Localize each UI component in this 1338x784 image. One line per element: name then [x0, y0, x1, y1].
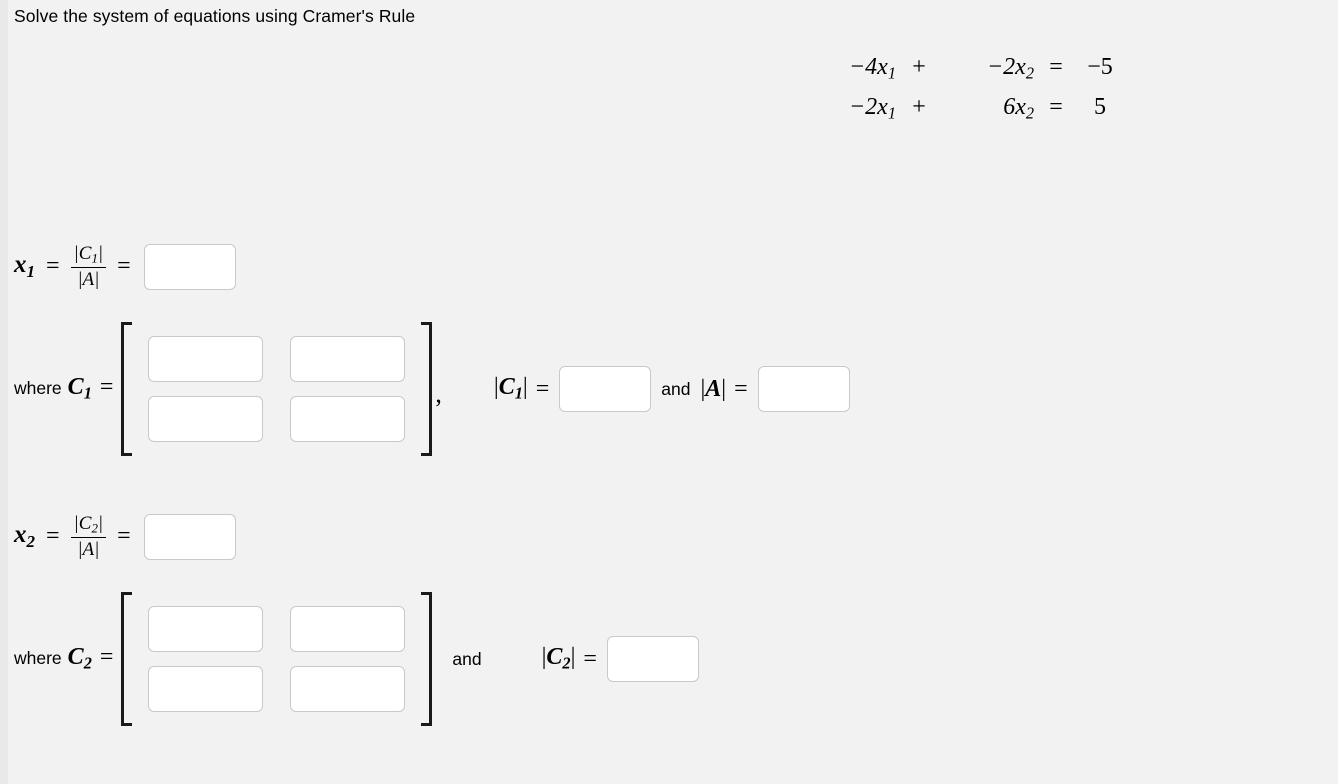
x1-fraction-denominator: |A| [77, 269, 100, 291]
det-c2-input[interactable] [606, 636, 699, 682]
c2-matrix-grid [135, 592, 418, 726]
c1-matrix-comma: , [435, 379, 442, 408]
x1-equals-1: = [46, 253, 60, 280]
equation-1-term-1: −4x1 [848, 54, 896, 83]
c2-cell-r1c1-input[interactable] [148, 606, 264, 652]
x1-equals-2: = [117, 253, 131, 280]
det-a-input[interactable] [757, 366, 850, 412]
equation-1-term-2: −2x2 [986, 54, 1034, 83]
c1-cell-r1c2-input[interactable] [290, 336, 406, 382]
x2-equals-2: = [117, 523, 131, 550]
c2-cell-r1c2-input[interactable] [290, 606, 406, 652]
det-c1-equals: = [535, 375, 550, 402]
det-c2-equals: = [583, 645, 597, 672]
x2-label: x2 [14, 521, 35, 552]
c1-and-text: and [661, 378, 691, 399]
c1-cell-r1c1-input[interactable] [148, 336, 264, 382]
c1-left-bracket-icon [121, 322, 135, 456]
c2-cell-r2c2-input[interactable] [290, 666, 406, 712]
equation-1-equals: = [1049, 54, 1063, 80]
equation-2-operator: + [912, 93, 926, 120]
system-of-equations: −4x1 + −2x2 = −5 −2x1 + 6x2 = 5 [812, 54, 1122, 123]
c1-cell-r2c1-input[interactable] [148, 396, 264, 442]
equation-2-rhs: 5 [1094, 93, 1106, 120]
x2-equals-1: = [46, 523, 60, 550]
det-c2-label: |C2| [541, 644, 576, 673]
c2-and-text: and [452, 648, 482, 669]
c1-matrix-name: C1 [67, 374, 92, 403]
c2-left-bracket-icon [121, 592, 135, 726]
x1-answer-input[interactable] [143, 243, 236, 290]
c2-matrix-name: C2 [67, 644, 92, 673]
c1-matrix-grid [135, 322, 418, 456]
equation-2-term-1: −2x1 [848, 93, 896, 123]
equation-2-equals: = [1049, 93, 1063, 120]
x2-fraction-numerator: |C2| [73, 513, 104, 536]
solve-row-x1: x1 = |C1| |A| = [14, 243, 236, 291]
equation-1-rhs: −5 [1087, 54, 1113, 80]
x2-fraction-bar [70, 537, 107, 539]
det-c1-input[interactable] [559, 366, 652, 412]
x2-fraction: |C2| |A| [70, 513, 107, 561]
c1-determinant-group: |C1| = and |A| = [494, 366, 850, 412]
x1-label: x1 [14, 251, 35, 282]
x2-answer-input[interactable] [143, 513, 236, 560]
c2-determinant-group: and |C2| = [442, 636, 699, 682]
c2-matrix [121, 592, 433, 726]
solve-row-x2: x2 = |C2| |A| = [14, 513, 236, 561]
det-a-label: |A| [700, 375, 727, 402]
c1-matrix [121, 322, 433, 456]
c1-cell-r2c2-input[interactable] [290, 396, 406, 442]
c1-right-bracket-icon [418, 322, 433, 456]
det-c1-label: |C1| [493, 374, 528, 403]
x1-fraction-numerator: |C1| [73, 243, 104, 266]
equation-2-term-2: 6x2 [1003, 93, 1034, 123]
c2-right-bracket-icon [418, 592, 433, 726]
left-edge-rail [0, 0, 8, 784]
x2-fraction-denominator: |A| [77, 539, 100, 561]
equation-1-operator: + [912, 54, 926, 80]
problem-prompt: Solve the system of equations using Cram… [14, 6, 416, 26]
det-a-equals: = [734, 375, 748, 402]
x1-fraction: |C1| |A| [70, 243, 107, 291]
x1-fraction-bar [70, 267, 107, 269]
c2-cell-r2c1-input[interactable] [148, 666, 264, 712]
